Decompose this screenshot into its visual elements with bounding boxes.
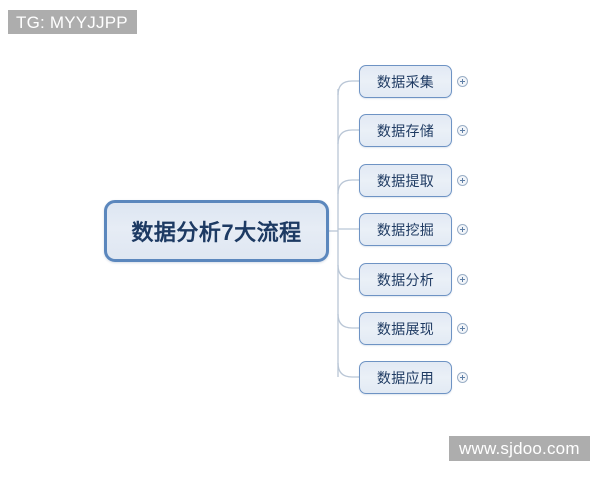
plus-circle-icon[interactable]: [457, 76, 468, 87]
branch-node-label: 数据分析: [376, 271, 435, 288]
branch-node-label: 数据挖掘: [376, 221, 435, 238]
plus-circle-icon[interactable]: [457, 224, 468, 235]
branch-node-label: 数据应用: [376, 369, 435, 386]
branch-node-label: 数据采集: [376, 73, 435, 90]
watermark-url: www.sjdoo.com: [449, 436, 590, 461]
branch-node-1[interactable]: 数据采集: [359, 65, 452, 98]
branch-node-4[interactable]: 数据挖掘: [359, 213, 452, 246]
watermark-tag: TG: MYYJJPP: [8, 10, 137, 34]
plus-circle-icon[interactable]: [457, 274, 468, 285]
central-node-label: 数据分析7大流程: [131, 220, 302, 245]
branch-node-label: 数据展现: [376, 320, 435, 337]
plus-circle-icon[interactable]: [457, 323, 468, 334]
branch-node-6[interactable]: 数据展现: [359, 312, 452, 345]
branch-node-label: 数据提取: [376, 172, 435, 189]
connector-branch-6: [337, 313, 359, 329]
connector-branch-2: [337, 129, 359, 145]
branch-node-label: 数据存储: [376, 122, 435, 139]
central-node[interactable]: 数据分析7大流程: [104, 200, 329, 262]
branch-node-5[interactable]: 数据分析: [359, 263, 452, 296]
connector-branch-5: [337, 264, 359, 280]
plus-circle-icon[interactable]: [457, 125, 468, 136]
connector-branch-7: [337, 362, 359, 378]
plus-circle-icon[interactable]: [457, 175, 468, 186]
connector-branch-3: [337, 179, 359, 195]
branch-node-3[interactable]: 数据提取: [359, 164, 452, 197]
branch-node-2[interactable]: 数据存储: [359, 114, 452, 147]
plus-circle-icon[interactable]: [457, 372, 468, 383]
connector-branch-1: [337, 80, 359, 96]
branch-node-7[interactable]: 数据应用: [359, 361, 452, 394]
